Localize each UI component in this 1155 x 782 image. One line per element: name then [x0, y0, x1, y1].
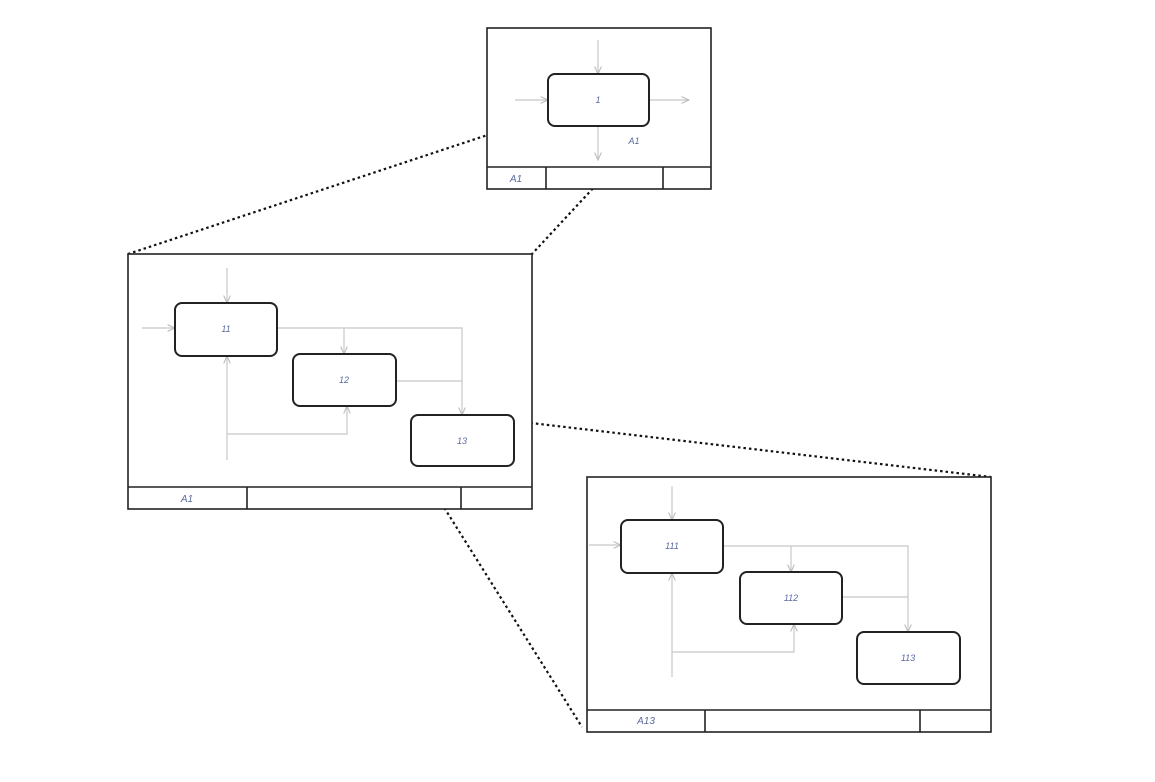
bottom-diagram-frame[interactable]: A13 111 112 113 [586, 476, 992, 733]
node-reference-label: A1 [627, 136, 639, 146]
activity-label: 11 [221, 324, 230, 334]
activity-box-111[interactable] [620, 519, 724, 574]
top-diagram-frame[interactable]: A1 1 A1 [486, 27, 712, 190]
footer-node-label: A1 [180, 494, 193, 505]
mechanism-arrow [227, 406, 347, 435]
activity-box-11[interactable] [174, 302, 278, 357]
activity-label: 12 [339, 375, 349, 385]
activity-box-12[interactable] [292, 353, 397, 407]
activity-label: 113 [901, 653, 915, 663]
mechanism-arrow [672, 624, 794, 653]
activity-label: 112 [784, 593, 798, 603]
activity-box-13[interactable] [410, 414, 515, 467]
activity-label: 13 [457, 436, 467, 446]
mid-diagram-frame[interactable]: A1 11 12 13 [127, 253, 533, 510]
activity-label: 1 [595, 95, 600, 105]
activity-box-112[interactable] [739, 571, 843, 625]
activity-box-113[interactable] [856, 631, 961, 685]
footer-node-label: A1 [509, 174, 522, 185]
flow-arrow [723, 545, 908, 632]
connector-line [513, 419, 992, 479]
connector-line [127, 113, 549, 256]
flow-arrow [277, 327, 462, 415]
activity-box-1[interactable] [547, 73, 650, 127]
footer-node-label: A13 [636, 716, 655, 727]
activity-label: 111 [665, 541, 679, 551]
